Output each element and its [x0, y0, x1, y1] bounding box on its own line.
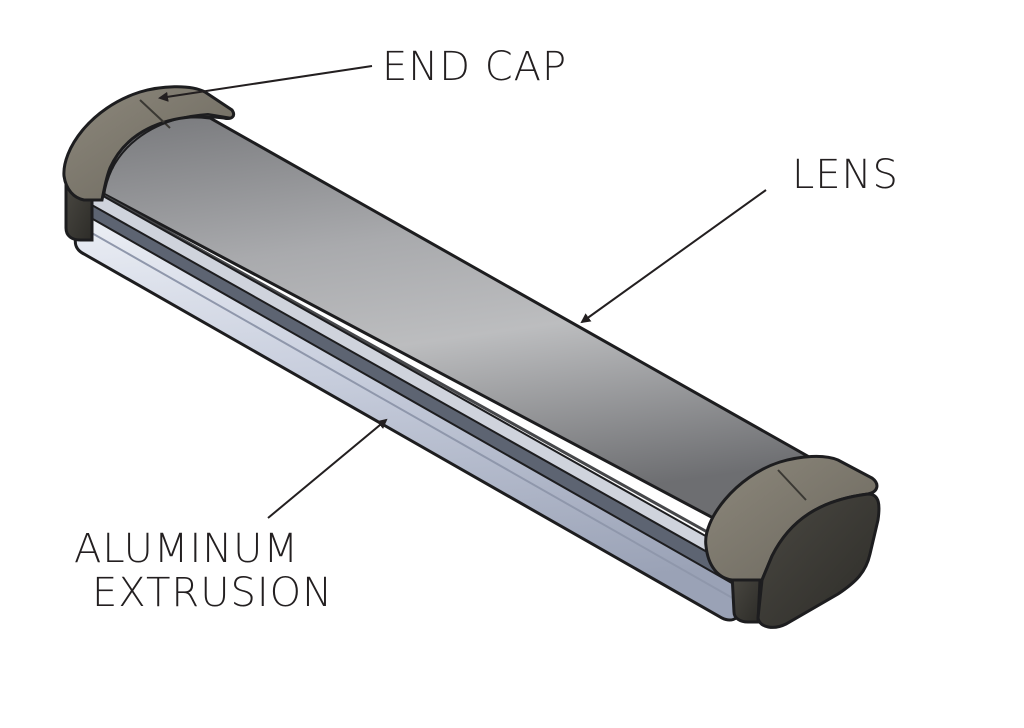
- end-cap-label: END CAP: [382, 44, 567, 90]
- end-cap-right-top: [704, 454, 879, 582]
- end-cap-right-face: [756, 492, 881, 629]
- extrusion-label: EXTRUSION: [92, 570, 333, 616]
- end-cap-right-side: [730, 572, 762, 624]
- end-cap-left: [62, 85, 236, 242]
- lens-highlight: [103, 194, 737, 550]
- leader-lines: [158, 65, 767, 519]
- end-cap-right: [704, 454, 881, 629]
- end-cap-left-gasket: [103, 112, 233, 197]
- end-cap-right-seam: [777, 469, 807, 501]
- lens: [88, 115, 823, 568]
- lens-label: LENS: [792, 152, 899, 198]
- extrusion-leader: [267, 418, 388, 519]
- extrusion-groove: [89, 231, 737, 601]
- aluminum-label: ALUMINUM: [74, 526, 299, 572]
- end-cap-leader: [158, 65, 373, 102]
- lens-leader: [580, 189, 767, 324]
